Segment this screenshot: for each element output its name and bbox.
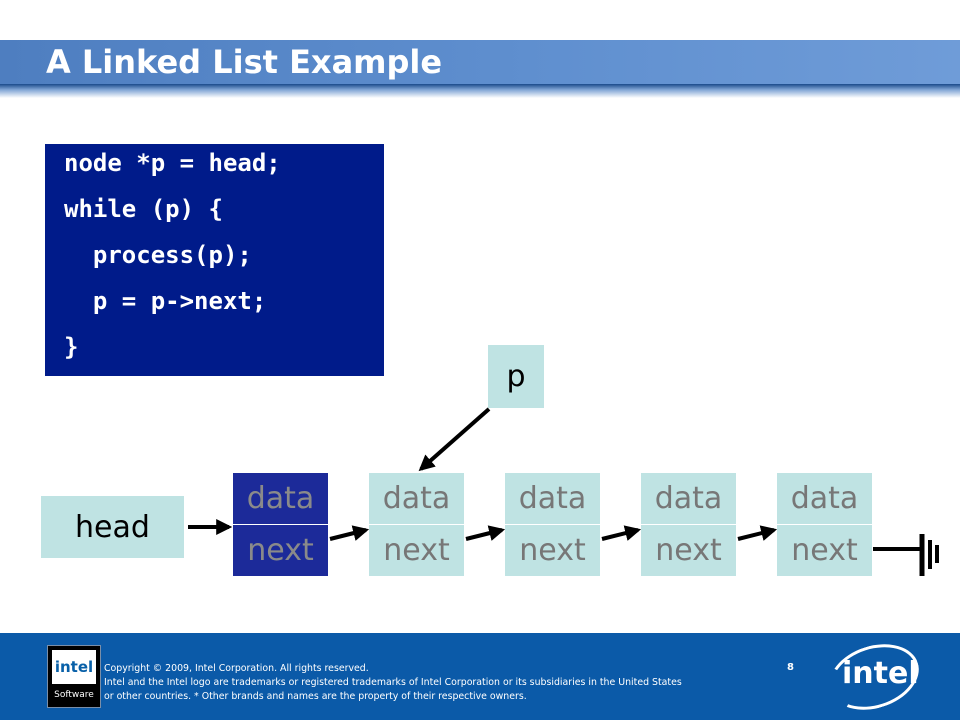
node-next-field: next bbox=[369, 525, 464, 576]
intel-logo: intel bbox=[820, 633, 928, 721]
pointer-p-box: p bbox=[488, 345, 544, 408]
list-node-2: data next bbox=[369, 473, 464, 576]
next-arrow bbox=[601, 525, 642, 541]
code-line: } bbox=[64, 333, 79, 361]
code-line: process(p); bbox=[64, 241, 252, 269]
node-next-field: next bbox=[641, 525, 736, 576]
code-line: while (p) { bbox=[64, 195, 223, 223]
node-divider bbox=[777, 524, 872, 525]
legal-text: Copyright © 2009, Intel Corporation. All… bbox=[104, 662, 794, 704]
footer-bar bbox=[0, 633, 960, 720]
head-label: head bbox=[75, 509, 150, 545]
intel-software-logo: intel Software bbox=[47, 645, 101, 708]
intel-chip-icon: intel bbox=[52, 650, 96, 684]
list-node-5: data next bbox=[777, 473, 872, 576]
list-node-3: data next bbox=[505, 473, 600, 576]
node-next-field: next bbox=[233, 525, 328, 576]
next-arrow bbox=[465, 525, 506, 541]
trademark-line: or other countries. * Other brands and n… bbox=[104, 691, 527, 702]
code-block: node *p = head; while (p) { process(p); … bbox=[45, 144, 384, 376]
software-label: Software bbox=[54, 690, 94, 700]
chip-logo-text: intel bbox=[54, 658, 94, 676]
p-arrow bbox=[418, 407, 491, 472]
node-divider bbox=[505, 524, 600, 525]
node-next-field: next bbox=[505, 525, 600, 576]
head-box: head bbox=[41, 496, 184, 558]
null-ground-icon bbox=[873, 534, 939, 576]
code-line: node *p = head; bbox=[64, 149, 281, 177]
title-bar-shadow bbox=[0, 84, 960, 98]
node-data-field: data bbox=[777, 473, 872, 524]
page-number: 8 bbox=[787, 662, 794, 673]
node-data-field: data bbox=[505, 473, 600, 524]
next-arrow bbox=[737, 525, 778, 541]
pointer-p-label: p bbox=[506, 359, 526, 394]
node-data-field: data bbox=[233, 473, 328, 524]
copyright-line: Copyright © 2009, Intel Corporation. All… bbox=[104, 663, 369, 674]
node-divider bbox=[641, 524, 736, 525]
title-bar bbox=[0, 40, 960, 84]
node-data-field: data bbox=[369, 473, 464, 524]
next-arrow bbox=[329, 525, 370, 541]
node-next-field: next bbox=[777, 525, 872, 576]
trademark-line: Intel and the Intel logo are trademarks … bbox=[104, 677, 682, 688]
code-line: p = p->next; bbox=[64, 287, 267, 315]
intel-logo-text: intel bbox=[842, 656, 919, 691]
list-node-4: data next bbox=[641, 473, 736, 576]
node-divider bbox=[369, 524, 464, 525]
node-divider bbox=[233, 524, 328, 525]
list-node-1: data next bbox=[233, 473, 328, 576]
node-data-field: data bbox=[641, 473, 736, 524]
slide-title: A Linked List Example bbox=[46, 43, 443, 81]
